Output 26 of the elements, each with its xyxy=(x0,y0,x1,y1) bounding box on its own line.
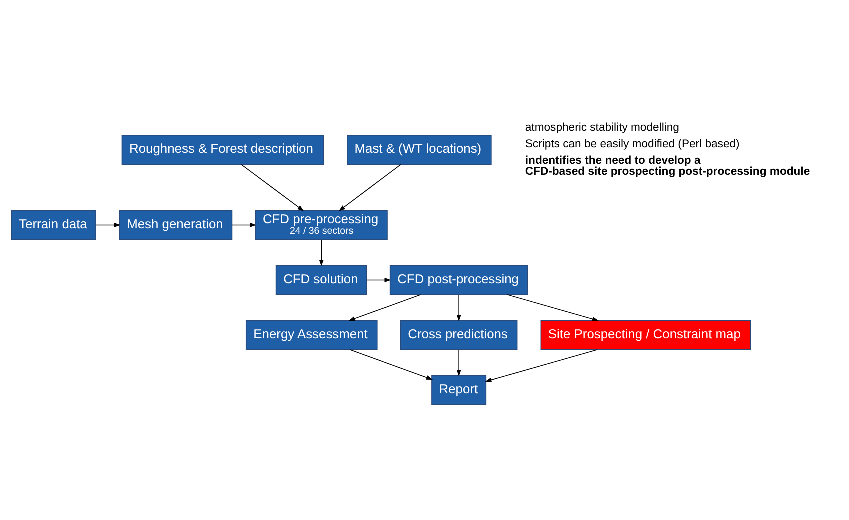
arrow xyxy=(366,278,392,282)
label: atmospheric stability modelling xyxy=(525,122,680,134)
arrow xyxy=(485,349,598,382)
arrow xyxy=(232,222,257,228)
arrow xyxy=(456,294,462,322)
node-box: Mast & (WT locations) xyxy=(347,135,492,165)
node-box: CFD post-processing xyxy=(390,265,528,296)
node-box: Terrain data xyxy=(11,210,96,240)
arrow xyxy=(241,164,304,212)
node-box: Report xyxy=(432,375,487,406)
arrow xyxy=(348,294,422,321)
label: indentifies the need to develop a CFD-based site prospecting post-processing module xyxy=(525,154,810,178)
arrow xyxy=(319,240,324,267)
label: Scripts can be easily modified (Perl based) xyxy=(525,138,740,151)
arrow xyxy=(96,222,121,228)
node-box: Cross predictions xyxy=(400,320,518,350)
node-box: CFD pre-processing 24 / 36 sectors xyxy=(255,210,388,240)
node-box: Site Prospecting / Constraint map xyxy=(540,320,752,350)
arrow xyxy=(507,294,599,322)
node-box: Energy Assessment xyxy=(246,320,378,350)
node-box: CFD solution xyxy=(276,265,368,296)
arrow xyxy=(338,164,402,212)
arrow xyxy=(350,350,434,380)
node-box: Mesh generation xyxy=(119,210,233,240)
node-box: Roughness & Forest description xyxy=(122,135,324,165)
arrow xyxy=(456,350,462,377)
